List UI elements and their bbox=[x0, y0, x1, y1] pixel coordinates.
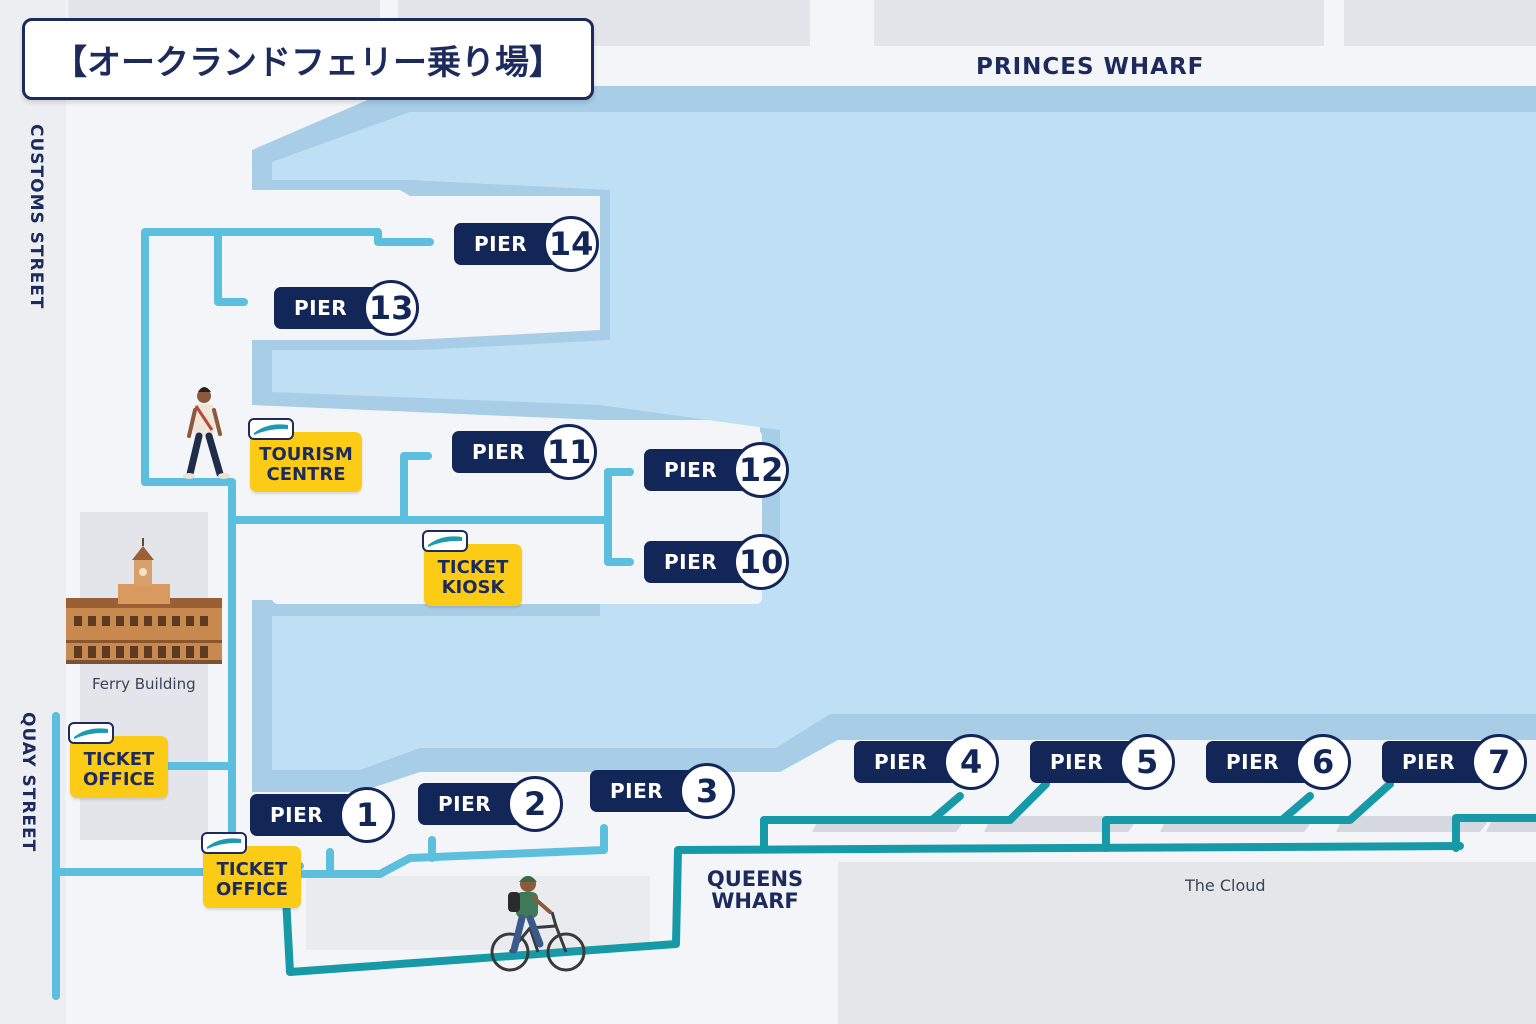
pier-number: 7 bbox=[1471, 734, 1528, 790]
pier-number: 2 bbox=[507, 776, 564, 832]
pier-number: 14 bbox=[543, 216, 600, 272]
the-cloud-label: The Cloud bbox=[1185, 876, 1266, 895]
ticket-office-label: TICKET OFFICE bbox=[82, 749, 156, 790]
pier-number: 10 bbox=[733, 534, 790, 590]
map-title: 【オークランドフェリー乗り場】 bbox=[22, 18, 594, 100]
pier-number: 5 bbox=[1119, 734, 1176, 790]
ferry-icon bbox=[201, 832, 247, 854]
ferry-icon bbox=[248, 418, 294, 440]
ticket-office-main[interactable]: TICKET OFFICE bbox=[201, 832, 301, 908]
ferry-building-icon bbox=[66, 538, 222, 664]
tourism-centre-label: TOURISM CENTRE bbox=[259, 444, 353, 485]
walking-person-icon bbox=[183, 387, 230, 479]
queens-wharf-label: QUEENS WHARF bbox=[706, 867, 804, 913]
cycling-route bbox=[282, 780, 1536, 976]
pier-number: 13 bbox=[363, 280, 420, 336]
pier-number: 12 bbox=[733, 442, 790, 498]
pier-number: 4 bbox=[943, 734, 1000, 790]
tourism-centre[interactable]: TOURISM CENTRE bbox=[248, 418, 362, 492]
ticket-office-quay[interactable]: TICKET OFFICE bbox=[68, 722, 168, 798]
harbour-water bbox=[252, 86, 1536, 792]
pier-number: 1 bbox=[339, 787, 396, 843]
cyclist-icon bbox=[490, 876, 586, 972]
quay-street-label: QUAY STREET bbox=[18, 712, 38, 853]
ticket-office-label: TICKET OFFICE bbox=[215, 859, 289, 900]
ticket-kiosk-label: TICKET KIOSK bbox=[437, 557, 509, 598]
ferry-building-label: Ferry Building bbox=[92, 675, 196, 693]
ticket-kiosk[interactable]: TICKET KIOSK bbox=[422, 530, 522, 606]
customs-street-label: CUSTOMS STREET bbox=[26, 124, 46, 310]
pier-number: 3 bbox=[679, 763, 736, 819]
princes-wharf-label: PRINCES WHARF bbox=[976, 54, 1205, 80]
ferry-icon bbox=[422, 530, 468, 552]
pier-number: 6 bbox=[1295, 734, 1352, 790]
ferry-icon bbox=[68, 722, 114, 744]
pier-number: 11 bbox=[541, 424, 598, 480]
